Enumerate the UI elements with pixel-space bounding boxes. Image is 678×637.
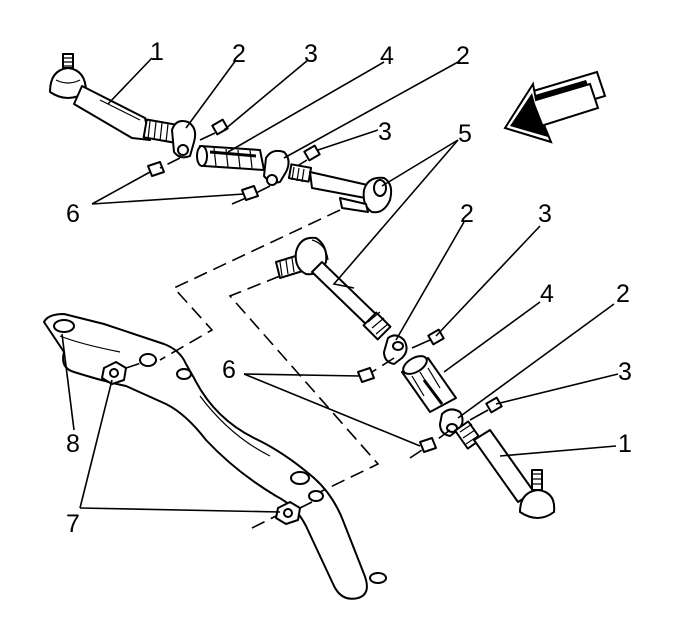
callout-6-upper: 6 bbox=[66, 200, 80, 228]
clamp-bolt-lower-left bbox=[411, 328, 445, 349]
front-direction-arrow-icon bbox=[503, 70, 607, 144]
callout-3-upper-right: 3 bbox=[378, 118, 392, 146]
relay-rod-nut-right bbox=[251, 501, 313, 529]
callout-2-lower-right: 2 bbox=[616, 280, 630, 308]
upper-right-threads bbox=[287, 163, 313, 183]
nut-upper-right bbox=[241, 185, 259, 201]
callout-2-upper-right: 2 bbox=[456, 42, 470, 70]
adjuster-sleeve-lower bbox=[401, 355, 457, 413]
adjuster-clamp-upper-left bbox=[171, 120, 197, 159]
callout-3-upper-left: 3 bbox=[304, 40, 318, 68]
inner-tie-rod-end-lower bbox=[275, 236, 383, 331]
callout-3-lower-right: 3 bbox=[618, 358, 632, 386]
callout-7: 7 bbox=[66, 510, 80, 538]
adjuster-sleeve-upper bbox=[196, 145, 265, 171]
callout-5: 5 bbox=[458, 120, 472, 148]
clamp-bolt-upper-left bbox=[199, 118, 229, 141]
callout-labels: 1 2 3 4 2 3 5 6 2 3 4 2 3 6 1 8 7 bbox=[66, 38, 632, 538]
callout-1-lower: 1 bbox=[618, 430, 632, 458]
outer-tie-rod-end-lower bbox=[473, 429, 556, 519]
callout-4-lower: 4 bbox=[540, 280, 554, 308]
outer-tie-rod-end-upper bbox=[49, 53, 151, 141]
callout-1-upper: 1 bbox=[150, 38, 164, 66]
nut-lower-right bbox=[419, 437, 437, 453]
assembly-path-lines bbox=[159, 209, 380, 493]
lower-tie-rod-assembly bbox=[275, 236, 556, 519]
callout-2-upper-left: 2 bbox=[232, 40, 246, 68]
lower-left-threads bbox=[362, 311, 392, 341]
nut-upper-left bbox=[147, 161, 165, 177]
relay-rod-nut-left bbox=[101, 361, 145, 385]
nut-lower-left bbox=[357, 367, 375, 383]
adjuster-clamp-lower-left bbox=[383, 334, 408, 365]
inner-tie-rod-end-upper bbox=[309, 171, 393, 214]
upper-tie-rod-assembly bbox=[49, 53, 393, 214]
leader-lines bbox=[61, 57, 619, 513]
callout-4-upper: 4 bbox=[380, 42, 394, 70]
callout-3-lower-left: 3 bbox=[538, 200, 552, 228]
callout-6-lower: 6 bbox=[222, 356, 236, 384]
clamp-bolt-lower-right bbox=[469, 396, 503, 421]
adjuster-clamp-upper-right bbox=[263, 149, 290, 186]
callout-8: 8 bbox=[66, 430, 80, 458]
relay-rod bbox=[43, 313, 387, 600]
callout-2-lower-left: 2 bbox=[460, 200, 474, 228]
